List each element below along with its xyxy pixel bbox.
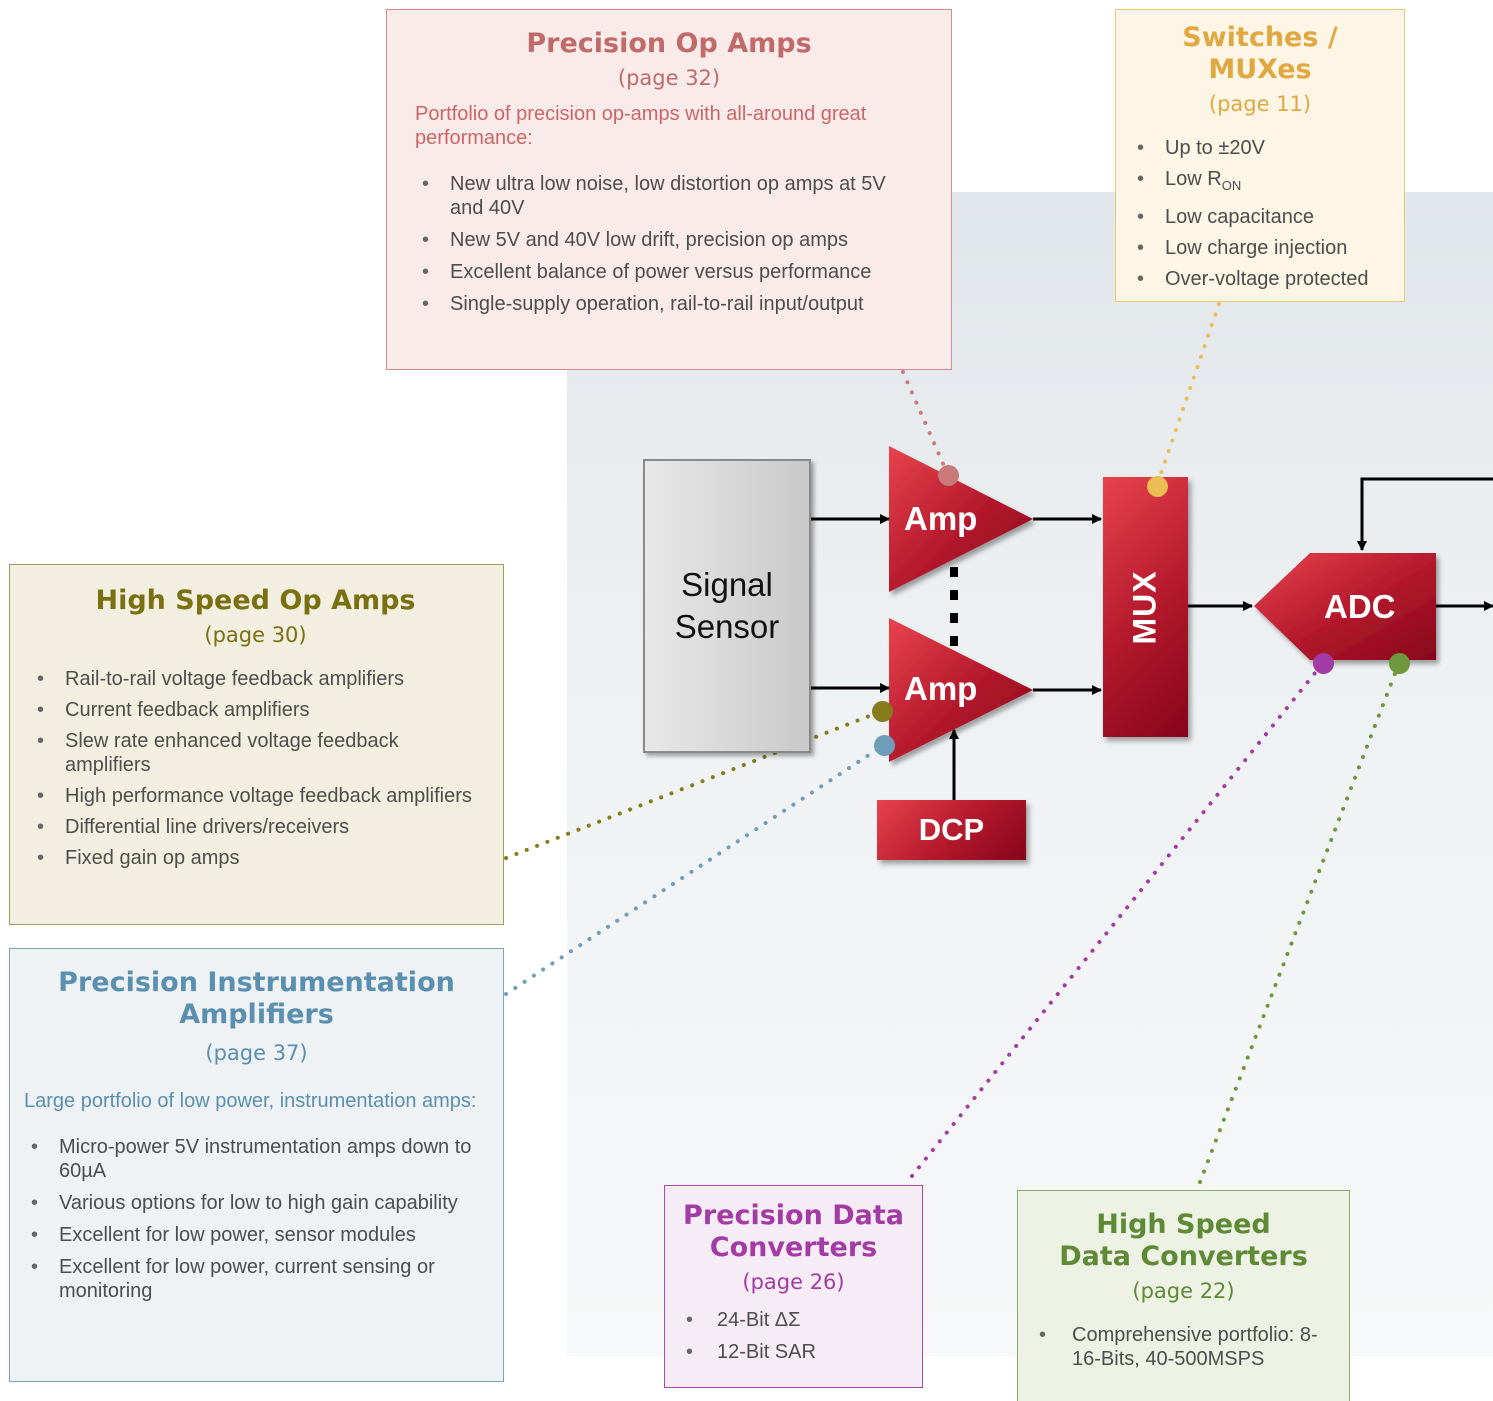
callout-dot-hs-op	[872, 701, 893, 722]
list-item: Over-voltage protected	[1130, 267, 1390, 291]
switches-muxes-title: Switches / MUXes	[1182, 22, 1338, 85]
precision-op-amps-page: (page 32)	[617, 66, 721, 90]
callout-line-pdc	[910, 661, 1325, 1178]
list-item: New 5V and 40V low drift, precision op a…	[415, 228, 923, 252]
mux-label: MUX	[1126, 569, 1163, 645]
precision-instrumentation-page: (page 37)	[205, 1041, 308, 1065]
high-speed-data-converters-list: Comprehensive portfolio: 8-16-Bits, 40-5…	[1032, 1323, 1335, 1371]
callout-dot-pdc	[1313, 653, 1334, 674]
callout-line-hsdc	[1198, 661, 1401, 1184]
list-item: Low charge injection	[1130, 236, 1390, 260]
list-item: Up to ±20V	[1130, 136, 1390, 160]
amp2-label: Amp	[904, 670, 978, 707]
list-item: Excellent balance of power versus perfor…	[415, 260, 923, 284]
switches-muxes-list: Up to ±20V Low RON Low capacitance Low c…	[1130, 136, 1390, 291]
precision-instrumentation-callout: Precision Instrumentation Amplifiers (pa…	[9, 948, 504, 1382]
list-item: Single-supply operation, rail-to-rail in…	[415, 292, 923, 316]
callout-dot-hsdc	[1389, 653, 1410, 674]
ron-subscript: ON	[1221, 178, 1242, 193]
precision-instrumentation-intro: Large portfolio of low power, instrument…	[24, 1090, 477, 1112]
list-item: Various options for low to high gain cap…	[24, 1191, 489, 1215]
list-item: Excellent for low power, sensor modules	[24, 1223, 489, 1247]
amp1-triangle	[889, 446, 1033, 592]
precision-instrumentation-title: Precision Instrumentation Amplifiers	[58, 967, 455, 1030]
list-item: Excellent for low power, current sensing…	[24, 1255, 489, 1303]
list-item: Current feedback amplifiers	[30, 698, 481, 722]
list-item: Comprehensive portfolio: 8-16-Bits, 40-5…	[1032, 1323, 1335, 1371]
callout-dot-precision-op	[938, 465, 959, 486]
list-item: 12-Bit SAR	[679, 1340, 908, 1364]
high-speed-data-converters-callout: High Speed Data Converters (page 22) Com…	[1017, 1190, 1350, 1401]
dcp-block: DCP	[877, 800, 1026, 860]
amp1-label: Amp	[904, 500, 978, 537]
list-item: Differential line drivers/receivers	[30, 815, 481, 839]
precision-data-converters-callout: Precision Data Converters (page 26) 24-B…	[664, 1185, 923, 1388]
callout-dot-switches	[1147, 476, 1168, 497]
signal-sensor-label: Signal Sensor	[674, 566, 780, 645]
high-speed-data-converters-page: (page 22)	[1132, 1279, 1235, 1303]
list-item: Low RON	[1130, 167, 1390, 198]
list-item: Low capacitance	[1130, 205, 1390, 229]
switches-muxes-callout: Switches / MUXes (page 11) Up to ±20V Lo…	[1115, 9, 1405, 302]
callout-dot-instr	[874, 735, 895, 756]
precision-op-amps-intro: Portfolio of precision op-amps with all-…	[415, 103, 867, 149]
adc-shape	[1254, 553, 1436, 660]
list-item: Fixed gain op amps	[30, 846, 481, 870]
precision-op-amps-list: New ultra low noise, low distortion op a…	[415, 172, 923, 316]
high-speed-op-amps-page: (page 30)	[204, 623, 307, 647]
high-speed-op-amps-callout: High Speed Op Amps (page 30) Rail-to-rai…	[9, 564, 504, 925]
list-item: Rail-to-rail voltage feedback amplifiers	[30, 667, 481, 691]
mux-block: MUX	[1103, 477, 1188, 737]
precision-data-converters-page: (page 26)	[742, 1270, 845, 1294]
precision-data-converters-list: 24-Bit ΔΣ 12-Bit SAR	[679, 1308, 908, 1364]
precision-instrumentation-list: Micro-power 5V instrumentation amps down…	[24, 1135, 489, 1303]
list-item: High performance voltage feedback amplif…	[30, 784, 481, 808]
list-item: 24-Bit ΔΣ	[679, 1308, 908, 1332]
list-item: Micro-power 5V instrumentation amps down…	[24, 1135, 489, 1183]
callout-line-precision-op	[901, 370, 950, 477]
amp2-triangle	[889, 618, 1033, 762]
high-speed-op-amps-list: Rail-to-rail voltage feedback amplifiers…	[30, 667, 481, 870]
callout-line-instr	[504, 743, 886, 996]
wire-feedback	[1357, 477, 1493, 551]
list-item: Slew rate enhanced voltage feedback ampl…	[30, 729, 481, 777]
precision-data-converters-title: Precision Data Converters	[683, 1200, 904, 1263]
switches-muxes-page: (page 11)	[1208, 92, 1312, 116]
signal-sensor-block: Signal Sensor	[643, 459, 811, 753]
adc-label: ADC	[1324, 588, 1396, 625]
list-item: New ultra low noise, low distortion op a…	[415, 172, 923, 220]
dcp-label: DCP	[918, 812, 985, 847]
precision-op-amps-callout: Precision Op Amps (page 32) Portfolio of…	[386, 9, 952, 370]
ron-label: Low R	[1165, 168, 1222, 190]
high-speed-data-converters-title: High Speed Data Converters	[1059, 1209, 1308, 1272]
callout-line-switches	[1155, 302, 1221, 487]
high-speed-op-amps-title: High Speed Op Amps	[95, 585, 416, 616]
callout-line-hs-op	[504, 709, 884, 860]
precision-op-amps-title: Precision Op Amps	[526, 28, 812, 59]
